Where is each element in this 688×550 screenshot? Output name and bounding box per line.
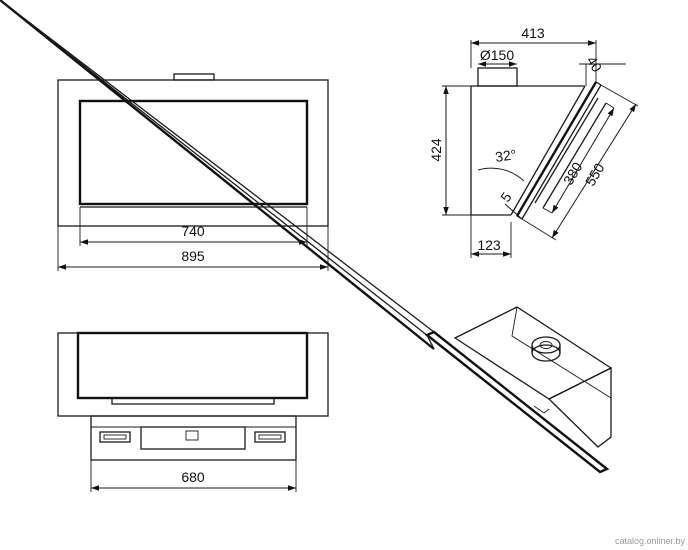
angle-arc (477, 167, 525, 182)
dimension-123: 123 (477, 237, 501, 253)
dimension-5: 5 (497, 189, 515, 205)
iso-body-side (547, 366, 612, 448)
iso-glass-lower-edge (0, 0, 435, 350)
dimension-line-5 (504, 203, 523, 220)
front-glass-panel (78, 99, 309, 206)
watermark: catalog.onliner.by (615, 536, 686, 546)
dimension-740: 740 (181, 223, 205, 239)
side-ext-strip-top (605, 102, 615, 109)
dimension-duct-diameter: Ø150 (480, 47, 514, 63)
bottom-view: 680 (57, 331, 329, 492)
bottom-grille-right (254, 431, 286, 443)
iso-panel-left-cap (426, 334, 435, 350)
iso-body-top (453, 306, 613, 400)
dimension-895: 895 (181, 248, 205, 264)
bottom-grille-left (99, 431, 131, 443)
side-ext-panel-bottom (521, 218, 557, 241)
dimension-424: 424 (428, 138, 444, 162)
side-glass-outer (515, 81, 598, 217)
side-glass-top-cap (595, 81, 602, 86)
side-duct (477, 67, 518, 87)
dimension-680: 680 (181, 469, 205, 485)
dimension-40: 40 (583, 53, 605, 75)
bottom-body (90, 415, 297, 461)
side-ext-panel-top (600, 84, 639, 107)
bottom-grille-right-inner (258, 434, 282, 440)
dimension-angle: 32° (494, 146, 517, 165)
iso-duct-top (531, 336, 561, 354)
front-view: 740 895 (57, 73, 329, 271)
bottom-panel-lip (111, 397, 275, 405)
side-body-front-edge (510, 85, 586, 216)
iso-duct-inner (539, 341, 553, 349)
bottom-grille-left-inner (103, 434, 127, 440)
iso-panel-top-edge (0, 0, 435, 333)
dimension-413: 413 (521, 25, 545, 41)
front-duct-collar (173, 73, 215, 81)
bottom-glass-panel (76, 331, 309, 400)
dimension-line-550 (551, 103, 637, 239)
iso-glass-panel (424, 330, 610, 474)
bottom-light-housing (140, 426, 246, 450)
bottom-lamp (185, 430, 199, 441)
iso-panel-hinge (533, 405, 550, 414)
side-glass-inner (521, 84, 602, 220)
side-ext-strip-bottom (542, 207, 553, 214)
side-view: 413 Ø150 40 424 32° 380 550 5 123 (428, 25, 639, 258)
isometric-view (0, 0, 613, 474)
iso-body-rear-edge (511, 306, 612, 399)
iso-glass-inner-line (0, 0, 443, 348)
